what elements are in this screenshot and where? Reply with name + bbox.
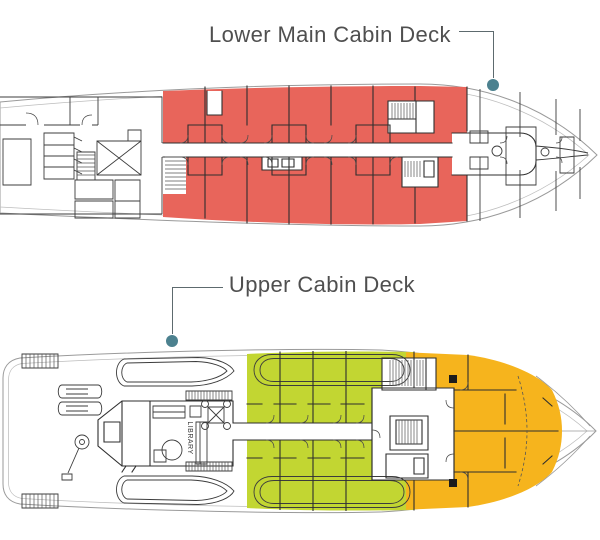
lower-plan-corridor-cutouts [163,91,536,194]
lower-deck-leader-line [459,31,494,78]
library-label: LIBRARY [186,421,193,454]
upper-deck-leader-line [172,287,223,334]
library-round-table [161,439,183,461]
equipment-square-top [449,375,457,383]
lower-plan-red-cabin-walls [162,85,537,225]
upper-cabin-deck-plan: LIBRARY [2,348,597,514]
lower-plan-stern-rooms [0,96,163,219]
upper-plan-bow-lines [535,375,595,487]
lower-deck-label: Lower Main Cabin Deck [150,22,510,48]
lower-plan-door-arcs [179,134,399,166]
crane [61,434,90,481]
upper-deck-leader-dot-icon [166,335,178,347]
tender-boats [57,384,103,416]
skylight-hatches [185,390,233,472]
lower-plan-bow-rooms [469,89,589,221]
lower-plan-stair-hatches [165,103,421,190]
equipment-square-bottom [449,479,457,487]
lower-main-cabin-deck-plan [0,83,598,227]
upper-plan-green-cabin-walls [246,350,455,512]
lower-deck-leader-dot-icon [487,79,499,91]
upper-plan-deckhouse: LIBRARY [97,390,248,473]
upper-deck-label: Upper Cabin Deck [176,272,468,298]
dashed-frame-line [517,375,528,487]
upper-plan-corridor-cutouts [230,358,454,480]
upper-deck-label-text: Upper Cabin Deck [228,272,416,297]
lower-deck-label-text: Lower Main Cabin Deck [209,22,451,47]
upper-plan-orange-cabin-walls [449,354,559,508]
